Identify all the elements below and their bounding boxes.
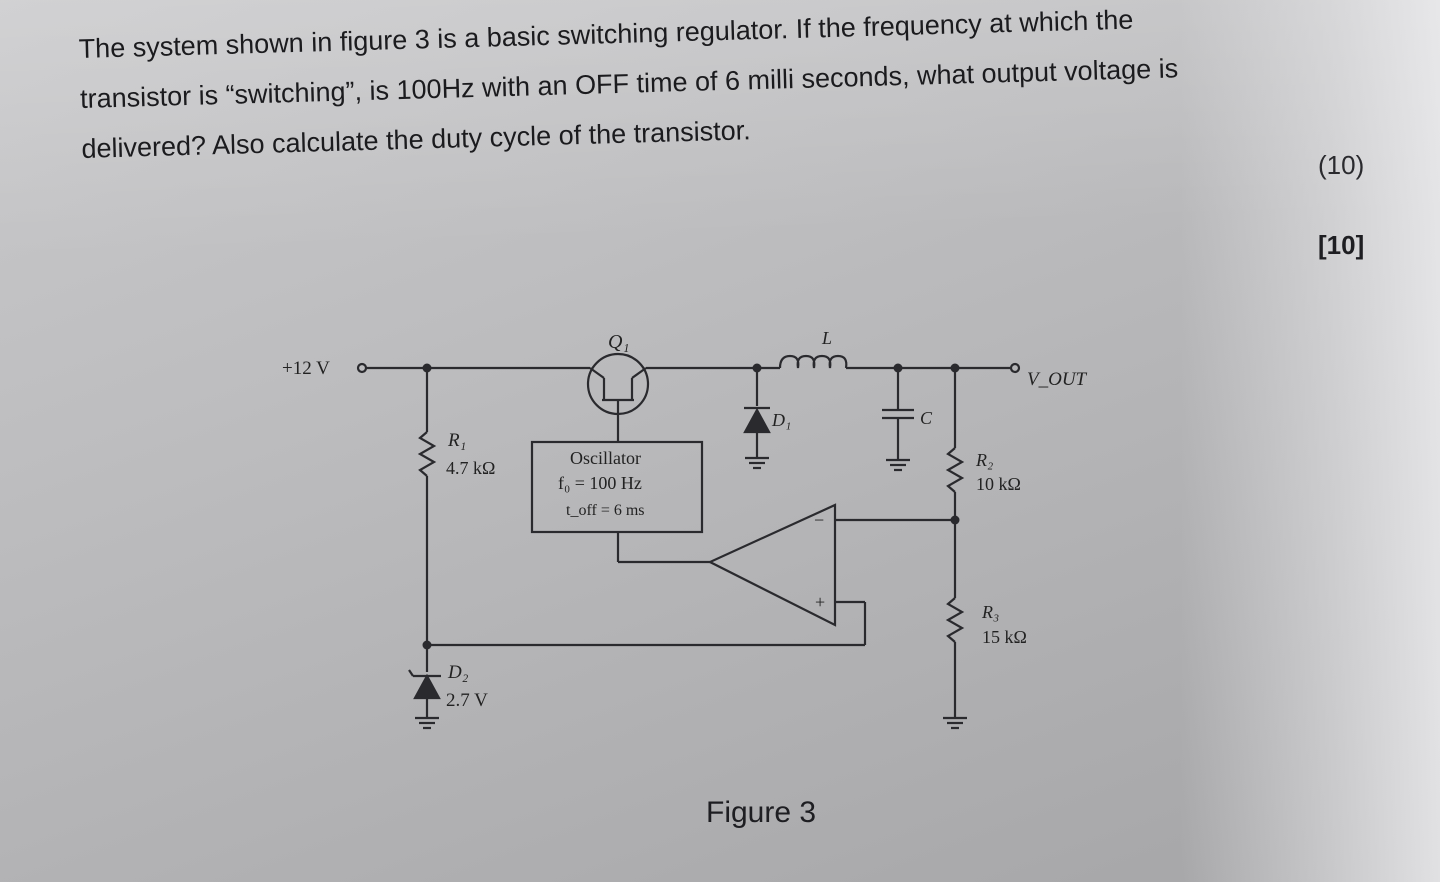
oscillator-freq: f₀ = 100 Hz — [558, 473, 642, 493]
r2-resistor — [945, 447, 965, 493]
oscillator-toff: t_off = 6 ms — [566, 502, 645, 519]
r1-name: R₁ — [447, 430, 466, 451]
lighting-highlight — [1180, 0, 1440, 882]
oscillator-title: Oscillator — [570, 448, 641, 468]
r2-name: R₂ — [975, 450, 993, 470]
d1-label: D₁ — [771, 410, 791, 430]
vout-terminal — [1009, 362, 1021, 374]
capacitor-label: C — [920, 408, 933, 428]
supply-terminal — [356, 362, 368, 374]
figure-caption: Figure 3 — [706, 796, 817, 829]
r1-value: 4.7 kΩ — [446, 458, 495, 478]
r1-resistor — [417, 431, 437, 477]
op-amp — [707, 503, 837, 627]
l-inductor — [778, 354, 848, 369]
marks-inline: (10) — [1318, 150, 1365, 180]
d2-name: D₂ — [447, 662, 469, 683]
d2-value: 2.7 V — [446, 690, 488, 711]
r3-resistor — [945, 597, 965, 643]
opamp-minus: − — [814, 510, 824, 530]
circuit-diagram: +12 V Q₁ R₁ 4.7 kΩ Oscillator f₀ = 100 H… — [282, 328, 1088, 730]
d2-zener — [413, 673, 441, 700]
vout-label: V_OUT — [1027, 369, 1088, 390]
r2-value: 10 kΩ — [976, 474, 1021, 494]
marks-total: [10] — [1318, 230, 1365, 260]
q1-label: Q₁ — [608, 331, 629, 353]
r3-value: 15 kΩ — [982, 627, 1027, 647]
opamp-plus: + — [815, 592, 825, 612]
d1-diode — [743, 407, 771, 434]
inductor-label: L — [821, 328, 832, 348]
r3-name: R₃ — [981, 602, 999, 622]
supply-label: +12 V — [282, 358, 330, 379]
